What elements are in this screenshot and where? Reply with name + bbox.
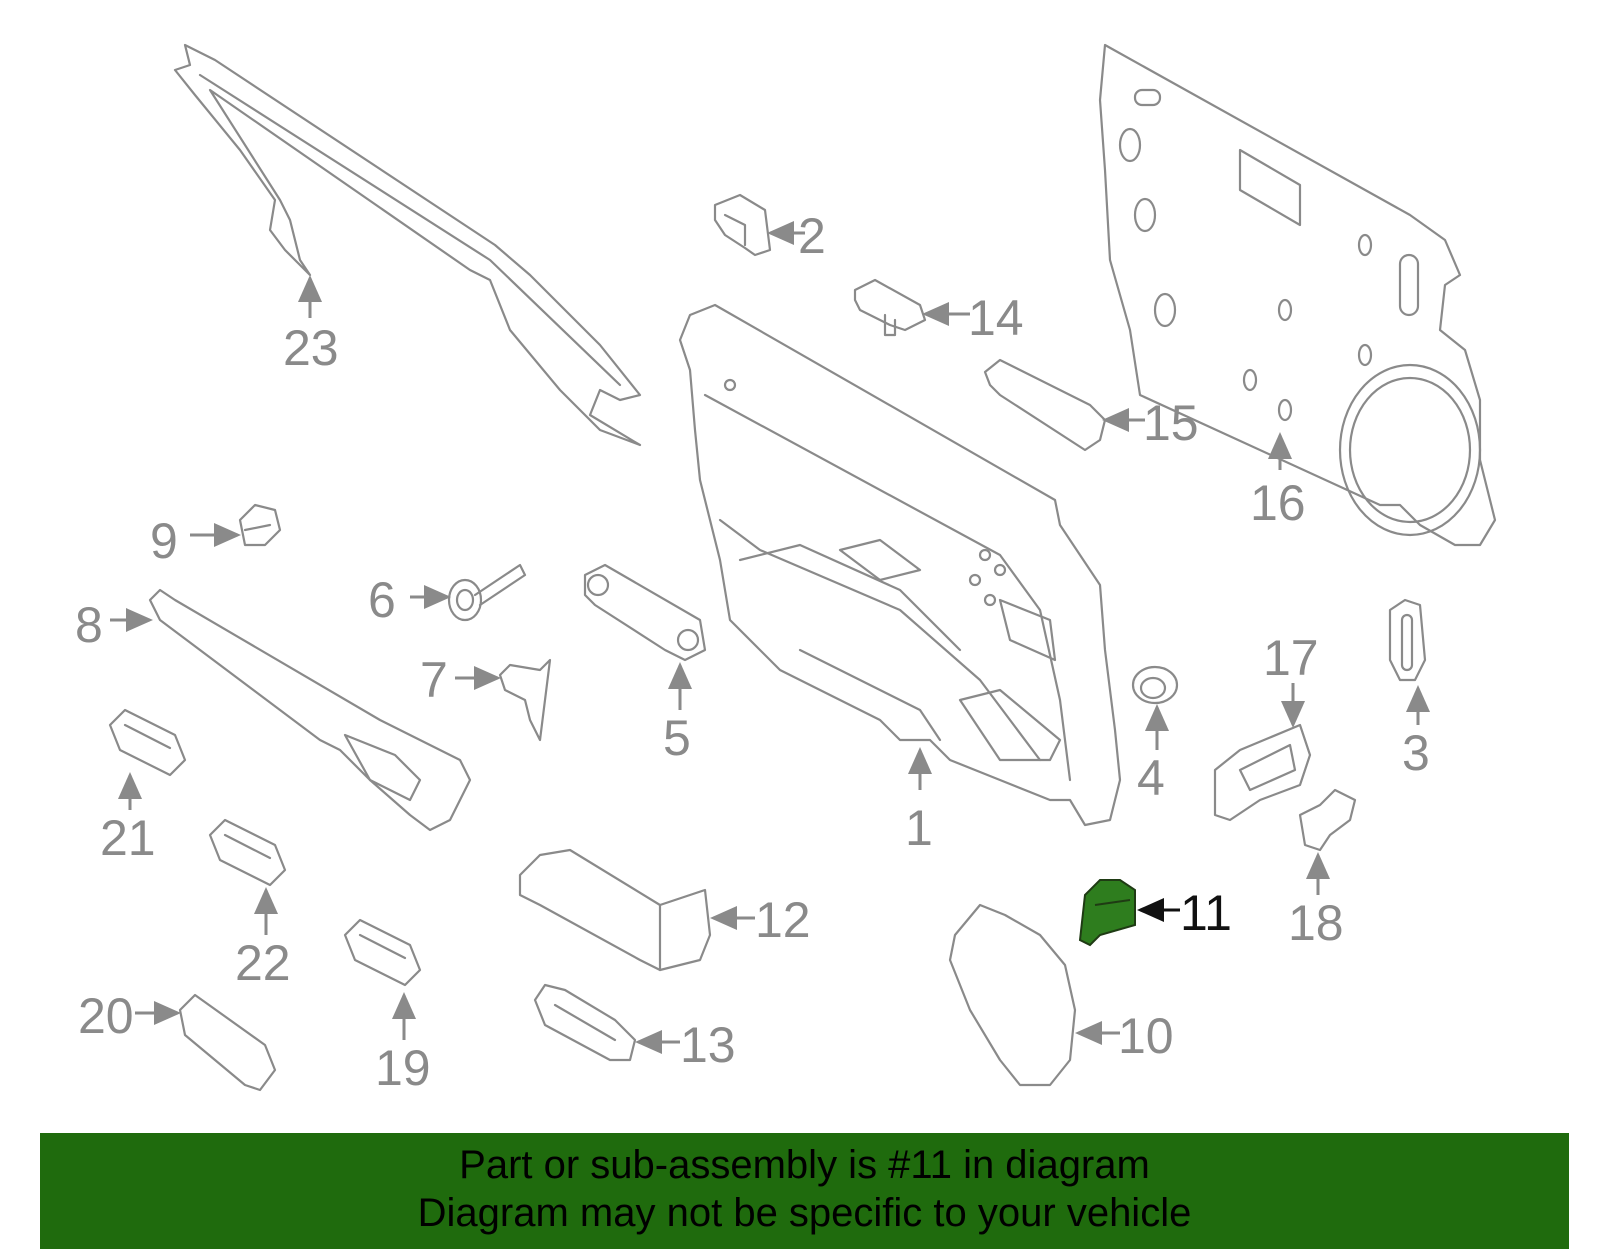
banner-line-2: Diagram may not be specific to your vehi… — [417, 1191, 1192, 1235]
part-16-door-inner-panel — [1098, 43, 1497, 547]
callout-8: 8 — [75, 597, 103, 653]
callout-17: 17 — [1263, 630, 1319, 686]
callout-19: 19 — [375, 1040, 431, 1096]
callout-7: 7 — [420, 652, 448, 708]
leader-arrows — [110, 221, 1430, 1054]
callout-15: 15 — [1143, 395, 1199, 451]
callout-10: 10 — [1118, 1008, 1174, 1064]
part-12-armrest — [518, 848, 712, 972]
callout-4: 4 — [1137, 750, 1165, 806]
part-15-pad — [983, 358, 1107, 452]
callout-3: 3 — [1402, 725, 1430, 781]
part-3-handle-cover — [1388, 598, 1427, 682]
callout-5: 5 — [663, 710, 691, 766]
callout-21: 21 — [100, 810, 156, 866]
info-banner: Part or sub-assembly is #11 in diagram D… — [40, 1133, 1569, 1249]
callout-18: 18 — [1288, 895, 1344, 951]
part-23-window-moulding — [173, 43, 642, 447]
callout-2: 2 — [798, 208, 826, 264]
part-7-clip — [498, 658, 552, 742]
callout-16: 16 — [1250, 475, 1306, 531]
callout-6: 6 — [368, 572, 396, 628]
callout-1: 1 — [905, 800, 933, 856]
callout-labels: 23 2 14 15 16 9 6 8 7 5 1 4 3 17 18 21 2… — [75, 208, 1430, 1096]
callout-23: 23 — [283, 320, 339, 376]
part-21-switch — [108, 708, 187, 777]
callout-12: 12 — [755, 892, 811, 948]
callout-9: 9 — [150, 513, 178, 569]
parts-diagram: 23 2 14 15 16 9 6 8 7 5 1 4 3 17 18 21 2… — [75, 43, 1497, 1096]
part-8-trim-strip — [148, 588, 472, 832]
part-14-bracket — [853, 278, 927, 337]
part-1-door-trim-panel — [678, 303, 1122, 827]
part-5-handle-bracket — [583, 563, 707, 662]
part-11-switch-highlighted — [1078, 879, 1136, 947]
part-22-switch — [208, 818, 287, 887]
callout-13: 13 — [680, 1017, 736, 1073]
part-6-push-pin — [447, 563, 527, 622]
part-13-bezel — [533, 983, 637, 1062]
callout-22: 22 — [235, 935, 291, 991]
part-10-pocket-cover — [948, 903, 1077, 1087]
part-20-switch-trim — [178, 993, 277, 1092]
part-4-grommet — [1131, 665, 1179, 705]
callout-20: 20 — [78, 988, 134, 1044]
part-17-handle — [1213, 723, 1312, 822]
part-2-clip — [713, 193, 772, 257]
callout-14: 14 — [968, 290, 1024, 346]
banner-line-1: Part or sub-assembly is #11 in diagram — [459, 1143, 1150, 1187]
part-18-bracket — [1298, 788, 1357, 852]
callout-11-highlighted: 11 — [1180, 885, 1232, 941]
part-9-clip — [238, 503, 282, 547]
part-19-switch — [343, 918, 422, 987]
